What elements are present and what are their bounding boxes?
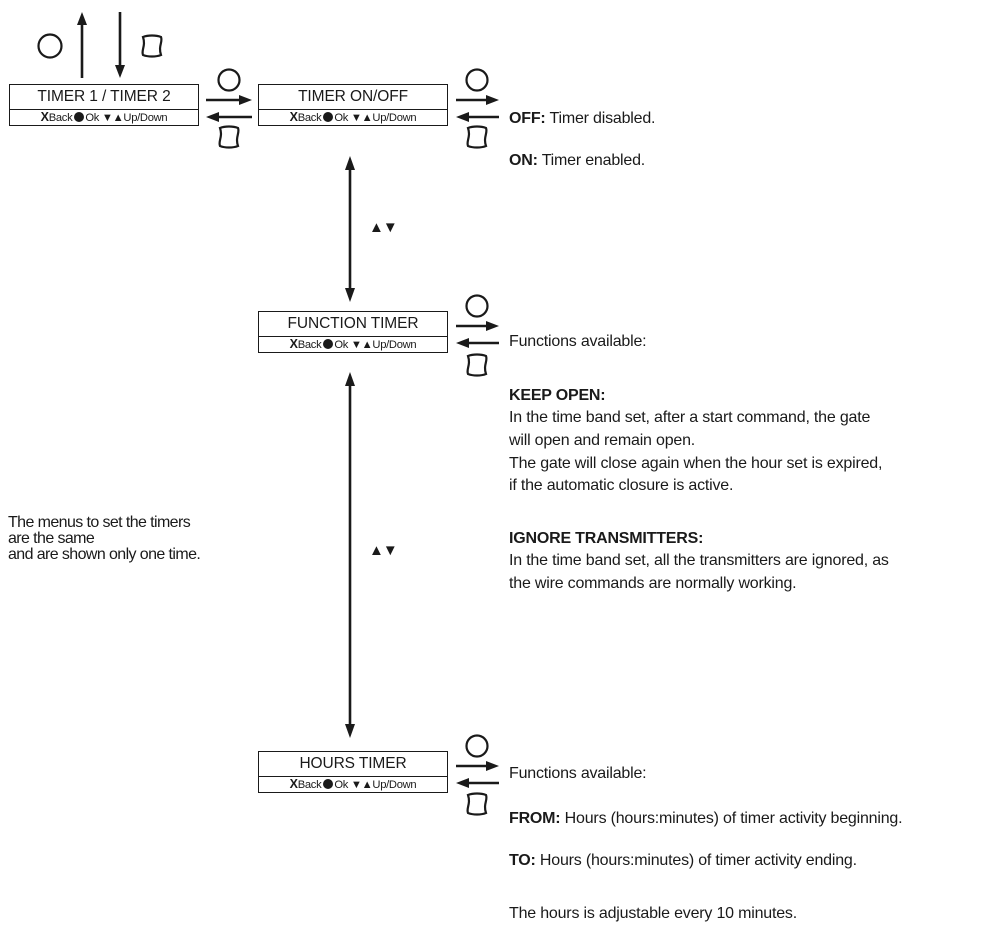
updown-nav-glyph: ▲▼ — [369, 219, 398, 236]
keep-open-line: The gate will close again when the hour … — [509, 455, 883, 472]
updown-glyphs: ▼▲ — [350, 112, 373, 124]
side-note-line: and are shown only one time. — [8, 546, 201, 563]
ok-dot-icon — [74, 112, 85, 122]
menu-title: TIMER 1 / TIMER 2 — [37, 88, 171, 105]
side-note-line: The menus to set the timers — [8, 514, 191, 531]
keep-open-line: if the automatic closure is active. — [509, 477, 734, 494]
menu-title: TIMER ON/OFF — [298, 88, 408, 105]
left-arrow-head — [456, 338, 469, 348]
menu-title: FUNCTION TIMER — [287, 315, 419, 332]
ok-dot-icon — [323, 339, 334, 349]
ignore-transmitters-line: the wire commands are normally working. — [509, 575, 797, 592]
down-arrow-head — [345, 288, 355, 302]
left-arrow-head — [456, 112, 469, 122]
back-x-icon — [218, 125, 240, 149]
right-arrow-head — [486, 95, 499, 105]
hours-note: The hours is adjustable every 10 minutes… — [509, 905, 797, 922]
right-arrow-head — [486, 761, 499, 771]
back-x-icon — [466, 125, 488, 149]
menu-title: HOURS TIMER — [299, 755, 407, 772]
right-arrow-head — [486, 321, 499, 331]
off-description: OFF: Timer disabled. — [509, 110, 656, 127]
updown-glyphs: ▼▲ — [101, 112, 124, 124]
updown-nav-glyph: ▲▼ — [369, 542, 398, 559]
ok-dot-icon — [323, 779, 334, 789]
up-arrow-head — [345, 372, 355, 386]
back-x-glyph: X — [289, 337, 298, 351]
up-arrow-head — [77, 12, 87, 25]
back-x-icon — [141, 34, 163, 58]
ignore-transmitters-title: IGNORE TRANSMITTERS: — [509, 530, 704, 547]
keep-open-line: will open and remain open. — [509, 432, 696, 449]
ignore-transmitters-line: In the time band set, all the transmitte… — [509, 552, 889, 569]
updown-glyphs: ▼▲ — [350, 339, 373, 351]
left-arrow-head — [206, 112, 219, 122]
back-x-icon — [466, 353, 488, 377]
ok-circle-icon — [217, 68, 241, 92]
ok-circle-icon — [37, 33, 63, 59]
back-x-icon — [466, 792, 488, 816]
left-arrow-head — [456, 778, 469, 788]
up-arrow-head — [345, 156, 355, 170]
back-x-glyph: X — [40, 110, 49, 124]
updown-glyphs: ▼▲ — [350, 779, 373, 791]
keep-open-title: KEEP OPEN: — [509, 387, 606, 404]
keep-open-line: In the time band set, after a start comm… — [509, 409, 871, 426]
down-arrow-head — [345, 724, 355, 738]
back-x-glyph: X — [289, 777, 298, 791]
ok-dot-icon — [323, 112, 334, 122]
function-intro: Functions available: — [509, 333, 647, 350]
right-arrow-head — [239, 95, 252, 105]
from-description: FROM: Hours (hours:minutes) of timer act… — [509, 810, 903, 827]
down-arrow-head — [115, 65, 125, 78]
hours-intro: Functions available: — [509, 765, 647, 782]
ok-circle-icon — [465, 68, 489, 92]
to-description: TO: Hours (hours:minutes) of timer activ… — [509, 852, 857, 869]
on-description: ON: Timer enabled. — [509, 152, 646, 169]
ok-circle-icon — [465, 294, 489, 318]
ok-circle-icon — [465, 734, 489, 758]
back-x-glyph: X — [289, 110, 298, 124]
side-note-line: are the same — [8, 530, 95, 547]
